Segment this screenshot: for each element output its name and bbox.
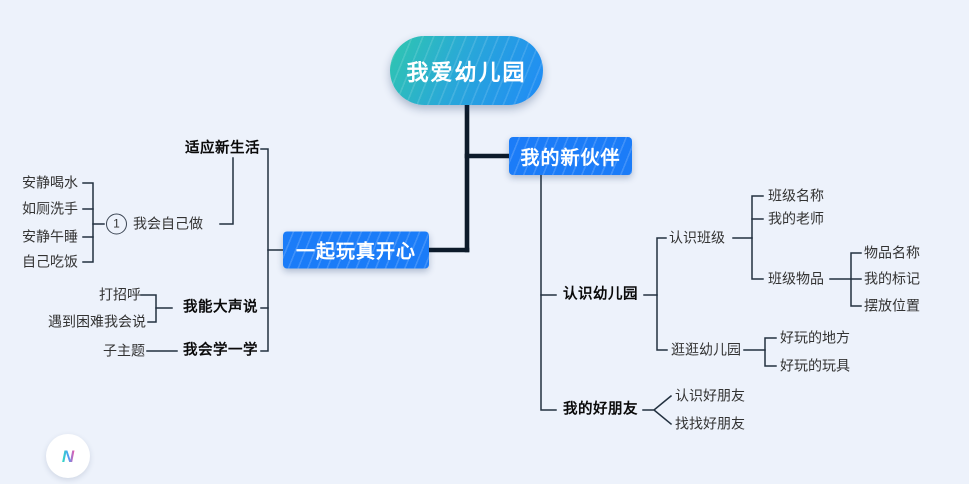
class-items-children-bracket: [850, 252, 862, 307]
circled-number-icon: 1: [106, 213, 127, 235]
node-speak-loudly[interactable]: 我能大声说: [183, 299, 258, 316]
node-subtopic[interactable]: 子主题: [103, 342, 145, 359]
node-my-mark[interactable]: 我的标记: [864, 270, 920, 287]
node-adapt-new-life[interactable]: 适应新生活: [185, 140, 260, 157]
node-fun-toys[interactable]: 好玩的玩具: [780, 357, 850, 374]
root-node[interactable]: 我爱幼儿园: [390, 36, 543, 105]
node-class-items[interactable]: 班级物品: [768, 270, 824, 287]
node-toilet-wash-hands[interactable]: 如厕洗手: [22, 200, 78, 217]
right-branch-trunk: [540, 174, 557, 411]
node-speak-when-trouble[interactable]: 遇到困难我会说: [48, 313, 146, 330]
brand-logo[interactable]: N: [46, 434, 90, 478]
node-know-class[interactable]: 认识班级: [669, 229, 725, 246]
node-label: 我会自己做: [133, 215, 203, 232]
self-do-children-bracket: [82, 182, 94, 263]
branch-node-play-happy[interactable]: 一起玩真开心: [283, 231, 429, 269]
svg-text:N: N: [62, 447, 75, 466]
node-fun-places[interactable]: 好玩的地方: [780, 329, 850, 346]
node-know-kindergarten[interactable]: 认识幼儿园: [563, 286, 638, 303]
branch-node-new-partners[interactable]: 我的新伙伴: [509, 137, 632, 175]
node-say-hello[interactable]: 打招呼: [99, 286, 141, 303]
know-class-children-bracket: [751, 195, 764, 280]
node-know-good-friends[interactable]: 认识好朋友: [675, 387, 745, 404]
node-quiet-nap[interactable]: 安静午睡: [22, 228, 78, 245]
good-friends-fork-connector: [642, 394, 673, 426]
node-quiet-drink[interactable]: 安静喝水: [22, 174, 78, 191]
node-good-friends[interactable]: 我的好朋友: [563, 401, 638, 418]
node-i-can-do-myself[interactable]: 1 我会自己做: [106, 213, 203, 235]
node-eat-by-myself[interactable]: 自己吃饭: [22, 253, 78, 270]
adapt-to-self-do-connector: [219, 157, 234, 225]
know-kindergarten-children-bracket: [656, 237, 668, 351]
node-item-name[interactable]: 物品名称: [864, 244, 920, 261]
left-branch-bracket: [260, 148, 269, 352]
logo-n-icon: N: [62, 447, 75, 466]
node-stroll-kindergarten[interactable]: 逛逛幼儿园: [671, 341, 741, 358]
node-learn-a-bit[interactable]: 我会学一学: [183, 342, 258, 359]
node-placement-location[interactable]: 摆放位置: [864, 297, 920, 314]
node-class-name[interactable]: 班级名称: [768, 187, 824, 204]
stroll-children-bracket: [764, 337, 777, 367]
node-my-teacher[interactable]: 我的老师: [768, 210, 824, 227]
node-find-good-friends[interactable]: 找找好朋友: [675, 415, 745, 432]
